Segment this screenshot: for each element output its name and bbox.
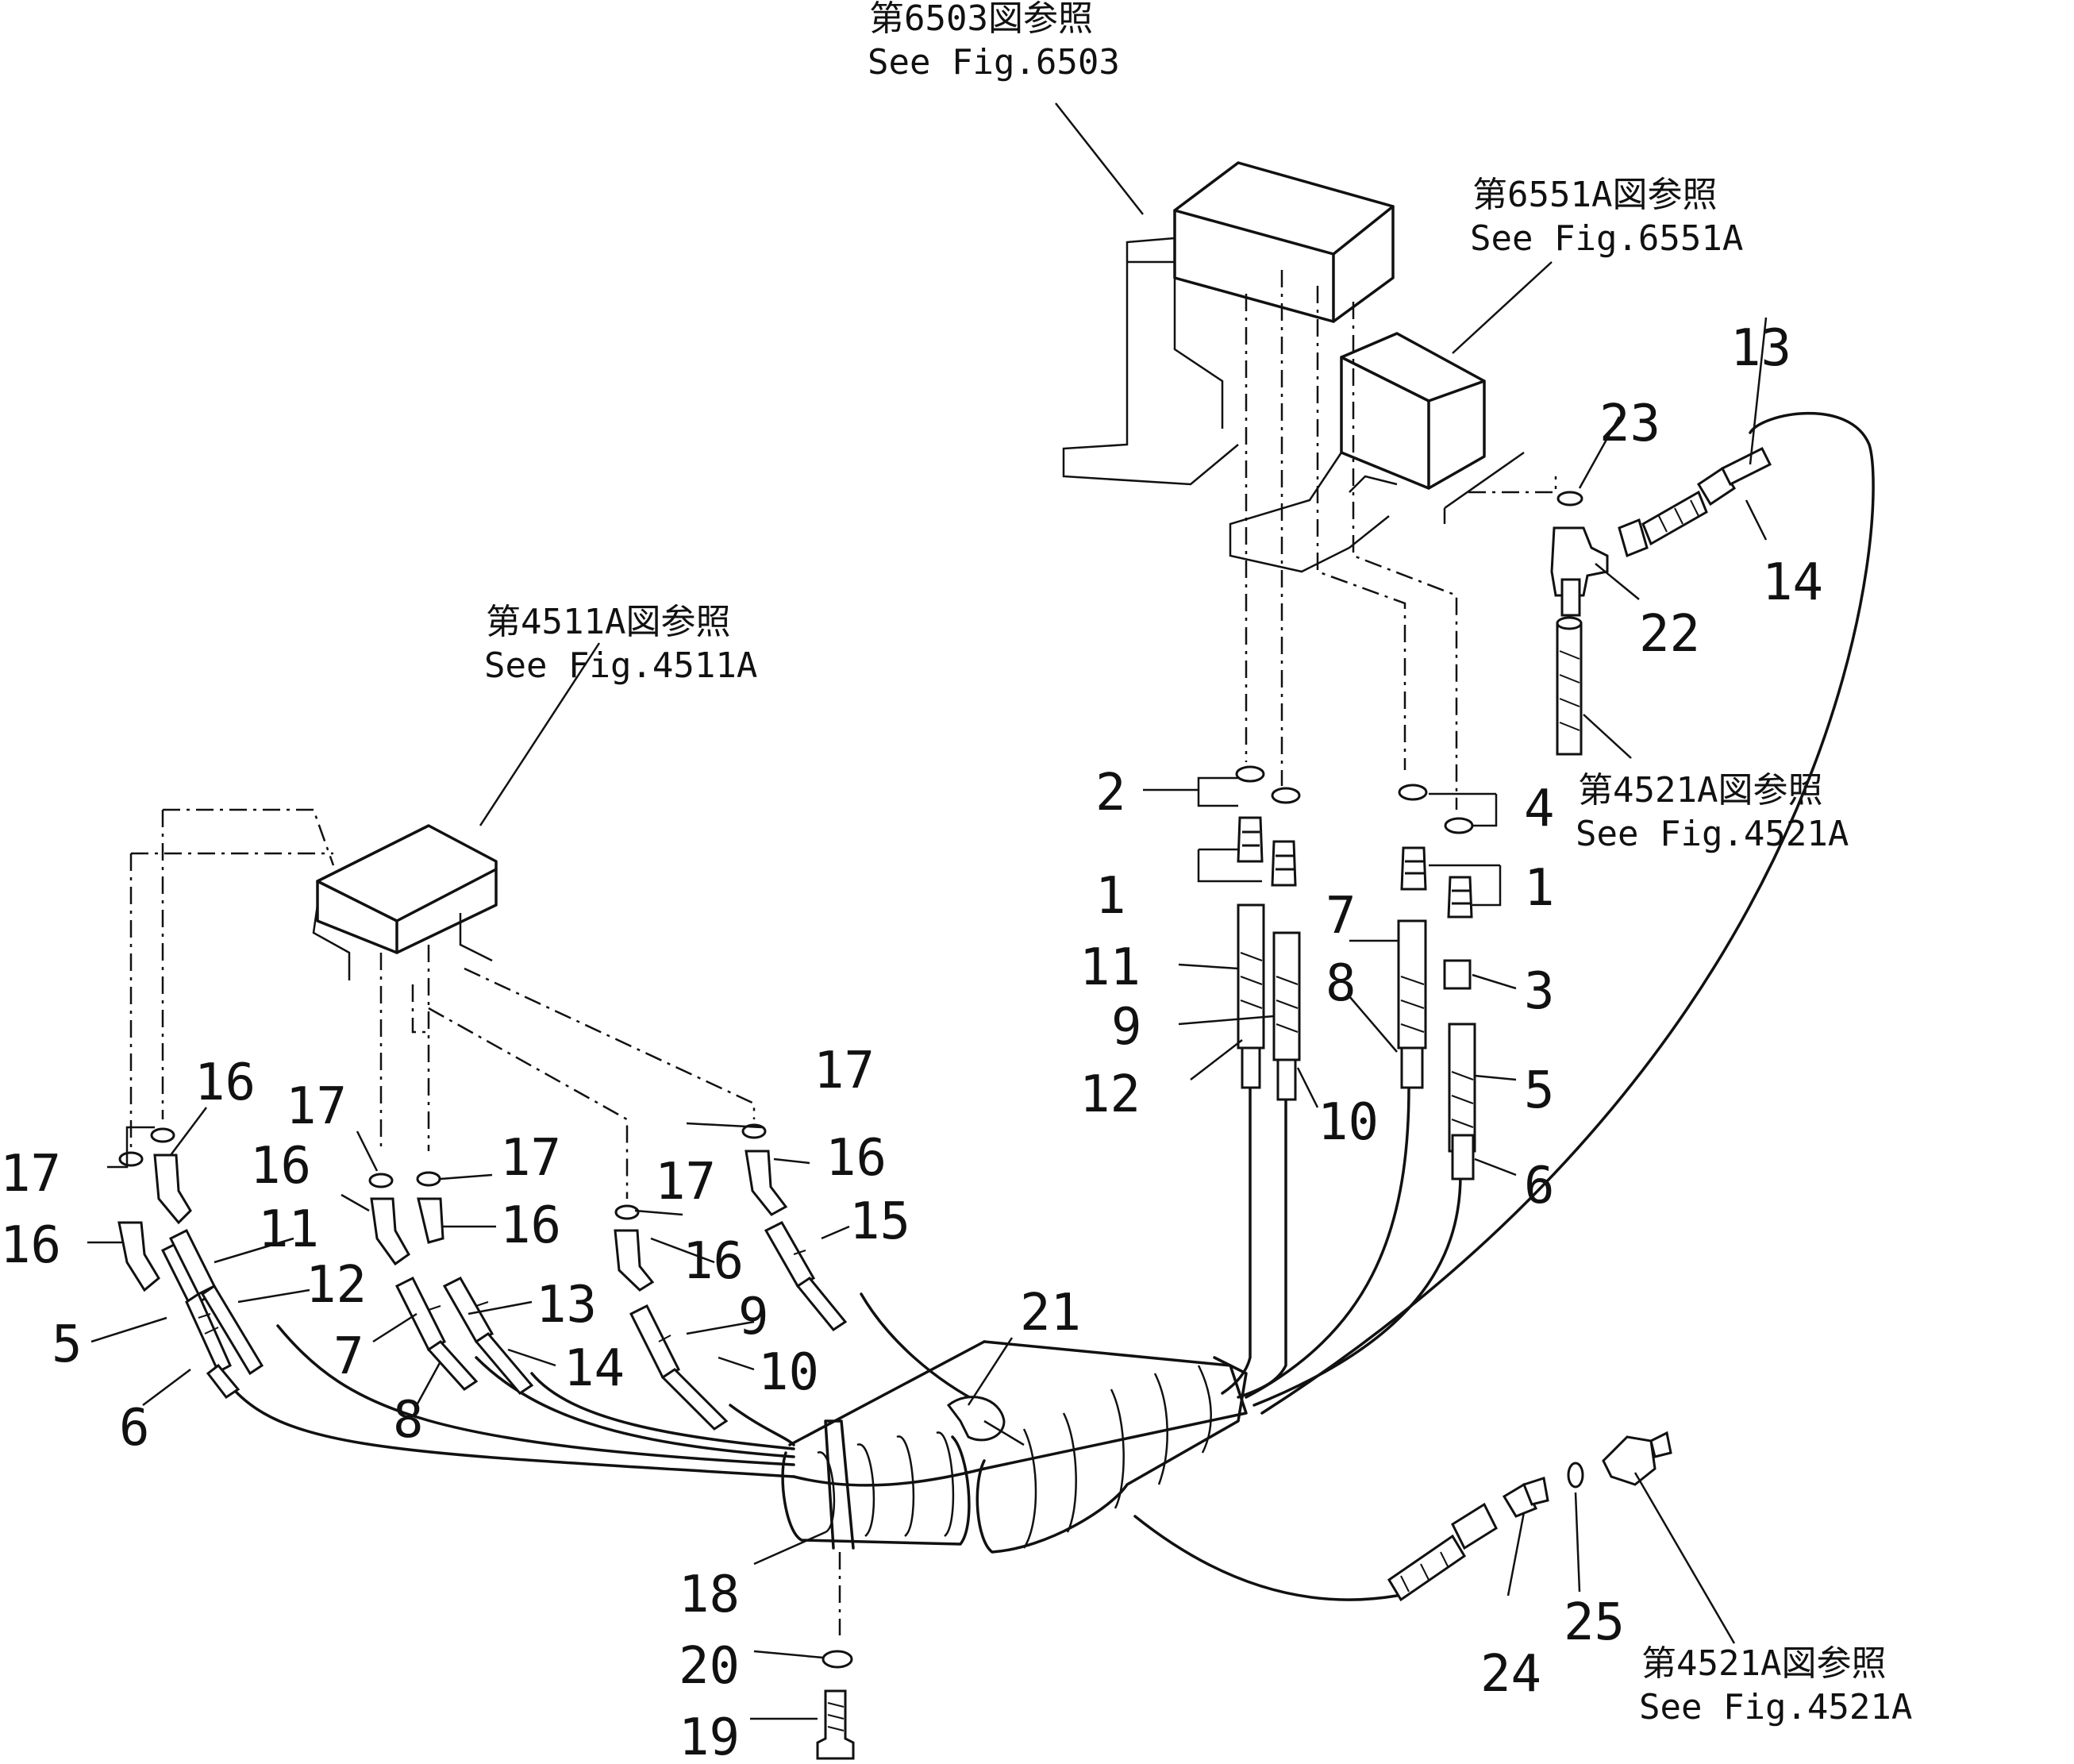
callout-12-right: 12	[1079, 1065, 1141, 1124]
part-callouts: 2 4 1 1 11 9 12 10 7 8 3 5 6 13 14 22 23…	[0, 319, 1823, 1764]
callout-23: 23	[1599, 395, 1660, 453]
callout-11-left: 11	[258, 1200, 319, 1259]
callout-7-right: 7	[1326, 887, 1356, 946]
callout-4: 4	[1524, 780, 1555, 838]
callout-17-top: 17	[814, 1042, 875, 1100]
callout-25: 25	[1564, 1593, 1625, 1652]
right-hose-lines	[1133, 411, 1875, 1601]
callout-10-right: 10	[1318, 1093, 1379, 1152]
ref-4511a-en: See Fig.4511A	[484, 645, 757, 686]
ref-6503-en: See Fig.6503	[868, 42, 1120, 83]
ref-6503-jp: 第6503図参照	[869, 0, 1093, 39]
callout-8-right: 8	[1326, 954, 1356, 1013]
callout-7-left: 7	[333, 1327, 364, 1386]
ref-4521a-upper-en: See Fig.4521A	[1576, 814, 1849, 854]
left-fittings	[117, 1123, 848, 1431]
upper-right-fittings	[1550, 446, 1772, 756]
callout-21: 21	[1020, 1284, 1081, 1342]
bolt-and-washer	[816, 1552, 855, 1760]
ref-4521a-lower-jp: 第4521A図参照	[1641, 1643, 1886, 1684]
callout-5-left: 5	[52, 1315, 83, 1374]
callout-16-top-left: 16	[194, 1053, 256, 1112]
callout-16-center: 16	[500, 1196, 561, 1255]
callout-3: 3	[1524, 962, 1555, 1021]
reference-labels: 第6503図参照 See Fig.6503 第6551A図参照 See Fig.…	[484, 0, 1912, 1727]
ref-4521a-lower-en: See Fig.4521A	[1639, 1687, 1912, 1727]
callout-17-far-left: 17	[0, 1145, 61, 1204]
callout-16-right-group: 16	[683, 1232, 744, 1291]
upper-valve-assembly	[1062, 161, 1557, 810]
callout-1-right: 1	[1524, 859, 1555, 918]
leader-lines	[87, 102, 1768, 1720]
lower-right-fittings	[1387, 1431, 1672, 1602]
callout-11-right: 11	[1079, 938, 1141, 997]
right-fittings	[1235, 765, 1476, 1180]
callout-17-mid-left: 17	[286, 1077, 347, 1136]
callout-10-left: 10	[758, 1343, 819, 1402]
hose-bundle	[781, 1340, 1248, 1554]
callout-12-left: 12	[306, 1256, 367, 1315]
callout-8-left: 8	[393, 1391, 424, 1450]
ref-4511a-jp: 第4511A図参照	[486, 602, 730, 642]
ref-4521a-upper-jp: 第4521A図参照	[1578, 770, 1822, 811]
callout-14-left: 14	[564, 1339, 625, 1398]
callout-15: 15	[849, 1192, 910, 1251]
callout-16-top: 16	[825, 1129, 887, 1188]
left-valve-assembly	[129, 808, 756, 1199]
ref-6551a-en: See Fig.6551A	[1470, 218, 1743, 259]
callout-13-left: 13	[536, 1276, 597, 1335]
ref-6551a-jp: 第6551A図参照	[1472, 175, 1717, 215]
callout-1-left: 1	[1095, 867, 1126, 926]
left-hose-lines	[229, 1292, 986, 1478]
callout-19: 19	[679, 1708, 740, 1764]
callout-24: 24	[1480, 1645, 1541, 1704]
callout-5-right: 5	[1524, 1061, 1555, 1120]
callout-16-mid-left: 16	[250, 1137, 311, 1196]
callout-6-right: 6	[1524, 1157, 1555, 1215]
callout-2: 2	[1095, 764, 1126, 822]
callout-9-right: 9	[1111, 998, 1142, 1057]
callout-9-left: 9	[738, 1288, 769, 1346]
callout-17-center: 17	[500, 1129, 561, 1188]
callout-14-right: 14	[1762, 553, 1823, 612]
callout-17-right-group: 17	[655, 1153, 716, 1211]
callout-16-far-left: 16	[0, 1216, 61, 1275]
callout-20: 20	[679, 1637, 740, 1696]
callout-18: 18	[679, 1566, 740, 1624]
callout-22: 22	[1639, 605, 1700, 664]
callout-13-right: 13	[1730, 319, 1791, 378]
clamp-21	[946, 1396, 1025, 1446]
callout-6-left: 6	[119, 1399, 150, 1458]
